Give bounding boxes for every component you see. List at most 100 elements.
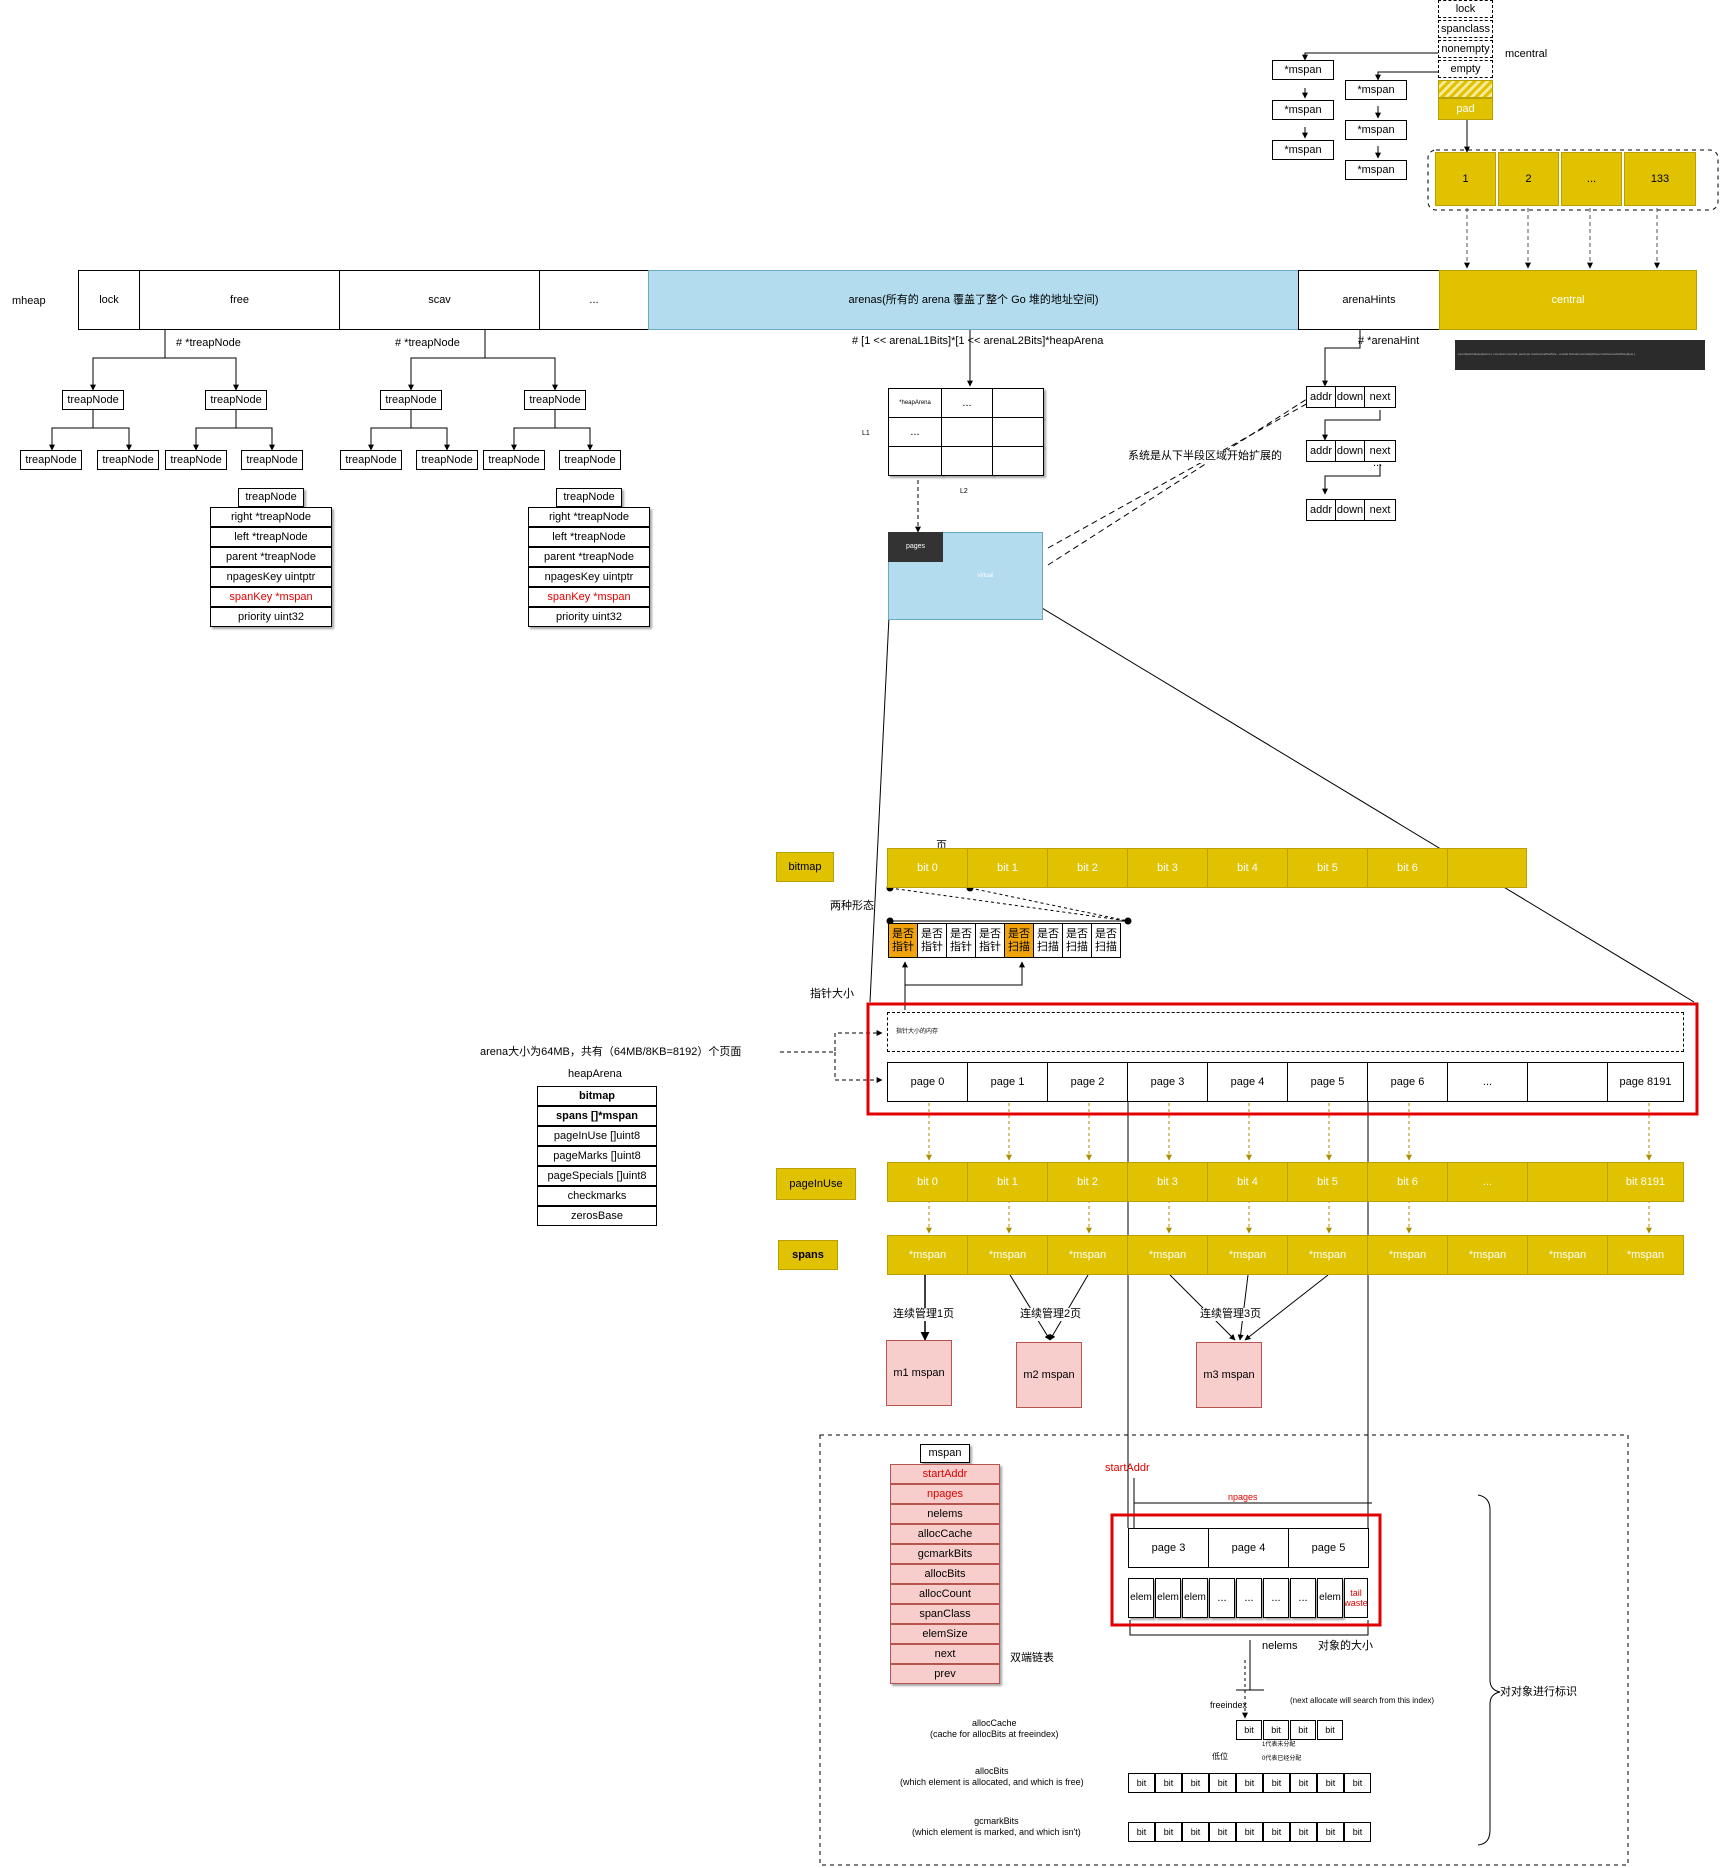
allocbits-bit: bit [1182,1773,1209,1793]
span-elem-ellipsis: ... [1236,1578,1262,1618]
treap-node: treapNode [62,390,124,410]
gcmarkbits-row: bit bit bit bit bit bit bit bit bit [1128,1822,1371,1844]
hint-addr: addr [1306,386,1336,408]
spans-mspan-5: *mspan [1287,1235,1368,1275]
object-marking-label: 对对象进行标识 [1500,1686,1577,1698]
m1-mspan-box: m1 mspan [886,1340,952,1406]
gcmarkbits-bit: bit [1263,1822,1290,1842]
tail-waste: tail waste [1344,1578,1368,1618]
span-group-label-1: 连续管理1页 [893,1308,955,1322]
arena-grid-cell [992,388,1044,418]
pageinuse-bit-5: bit 5 [1287,1162,1368,1202]
bitmap-bit-3: bit 3 [1127,848,1208,888]
span-elem: elem [1317,1578,1343,1618]
hint-down: down [1335,499,1365,521]
mspan-field-prev: prev [890,1664,1000,1684]
span-elem-ellipsis: ... [1263,1578,1289,1618]
hints-ellipsis: ... [1373,457,1383,469]
mspan-field-nelems: nelems [890,1504,1000,1524]
heaparena-field-pagemarks: pageMarks []uint8 [537,1146,657,1166]
span-elem: elem [1155,1578,1181,1618]
spans-mspan-8: *mspan [1527,1235,1608,1275]
mspan-field-gcmarkbits: gcmarkBits [890,1544,1000,1564]
nelems-label: nelems [1262,1640,1298,1652]
spans-mspan-0: *mspan [887,1235,968,1275]
pageinuse-label: pageInUse [776,1168,856,1200]
npages-label: npages [1228,1492,1258,1502]
empty-mspan-3: *mspan [1345,160,1407,180]
gcmarkbits-bit: bit [1155,1822,1182,1842]
mspan-struct-title: mspan [920,1444,970,1463]
spans-mspan-6: *mspan [1367,1235,1448,1275]
span-elem-ellipsis: ... [1290,1578,1316,1618]
alloccache-description: allocCache (cache for allocBits at freei… [930,1718,1059,1739]
arena-page-4: page 4 [1207,1062,1288,1102]
span-page-3: page 3 [1128,1528,1209,1568]
arena-page-blank [1527,1062,1608,1102]
heaparena-field-spans: spans []*mspan [537,1106,657,1126]
gcmarkbits-description: gcmarkBits (which element is marked, and… [912,1816,1081,1837]
pageinuse-bit-8191: bit 8191 [1607,1162,1684,1202]
mheap-central-cell: central [1439,270,1697,330]
empty-mspan-1: *mspan [1345,80,1407,100]
arena-page-8191: page 8191 [1607,1062,1684,1102]
treap-node: treapNode [416,450,478,470]
treap-struct-title: treapNode [556,488,622,507]
treap-node: treapNode [165,450,227,470]
bitmap-bit-6: bit 6 [1367,848,1448,888]
mheap-arenas-cell: arenas(所有的 arena 覆盖了整个 Go 堆的地址空间) [648,270,1299,330]
heaparena-field-pageinuse: pageInUse []uint8 [537,1126,657,1146]
m3-mspan-box: m3 mspan [1196,1342,1262,1408]
arena-grid-l1-label: L1 [862,430,870,437]
doubly-linked-list-label: 双端链表 [1010,1652,1054,1664]
pointer-memory-strip: 指针大小的内存 [887,1012,1684,1052]
mcentral-nonempty-field: nonempty [1438,40,1493,58]
bitmap-bit-0: bit 0 [887,848,968,888]
hint-down: down [1335,440,1365,462]
heaparena-field-pagespecials: pageSpecials []uint8 [537,1166,657,1186]
treap-node: treapNode [241,450,303,470]
heaparena-struct: bitmap spans []*mspan pageInUse []uint8 … [537,1086,657,1226]
gcmarkbits-bit: bit [1290,1822,1317,1842]
arena-page-0: page 0 [887,1062,968,1102]
spans-mspan-3: *mspan [1127,1235,1208,1275]
spans-mspan-2: *mspan [1047,1235,1128,1275]
treap-node: treapNode [524,390,586,410]
central-cell-2: 2 [1498,152,1559,206]
pageinuse-bit-1: bit 1 [967,1162,1048,1202]
treap-node: treapNode [20,450,82,470]
arena-grid-cell: ... [941,388,993,418]
allocbits-bit: bit [1263,1773,1290,1793]
bitmap-form-is-scanned: 是否 扫描 [1091,923,1121,958]
mspan-field-next: next [890,1644,1000,1664]
span-page-5: page 5 [1288,1528,1369,1568]
pageinuse-bit-blank [1527,1162,1608,1202]
treap-struct-scav: treapNode right *treapNode left *treapNo… [528,488,650,627]
arena-grid-l2-label: L2 [960,488,968,495]
treap-field-left: left *treapNode [528,527,650,547]
arena-grid-cell [992,446,1044,476]
bitmap-bit-rest [1447,848,1527,888]
central-cell-ellipsis: ... [1561,152,1622,206]
treap-field-priority: priority uint32 [528,607,650,627]
scav-treap-pointer: # *treapNode [395,337,460,349]
pageinuse-bit-2: bit 2 [1047,1162,1128,1202]
treap-field-spankey: spanKey *mspan [210,587,332,607]
arena-page-ellipsis: ... [1447,1062,1528,1102]
arena-page-6: page 6 [1367,1062,1448,1102]
allocbits-bit: bit [1317,1773,1344,1793]
bitmap-form-is-pointer: 是否 指针 [946,923,976,958]
unallocated-note: 1代表未分配 [1262,1742,1296,1748]
pointer-memory-label: 指针大小的内存 [896,1028,939,1035]
arena-grid-cell [941,417,993,447]
allocbits-bit: bit [1128,1773,1155,1793]
arena-grid-cell [941,446,993,476]
code-snippet: [numSpanClasses]struct { mcentral mcentr… [1455,340,1705,370]
arenahints-pointer: # *arenaHint [1358,335,1420,347]
spans-mspan-9: *mspan [1607,1235,1684,1275]
gcmarkbits-bit: bit [1209,1822,1236,1842]
mcentral-pad-field: pad [1438,98,1493,120]
mcentral-empty-field: empty [1438,60,1493,78]
treap-field-parent: parent *treapNode [528,547,650,567]
pageinuse-bit-3: bit 3 [1127,1162,1208,1202]
